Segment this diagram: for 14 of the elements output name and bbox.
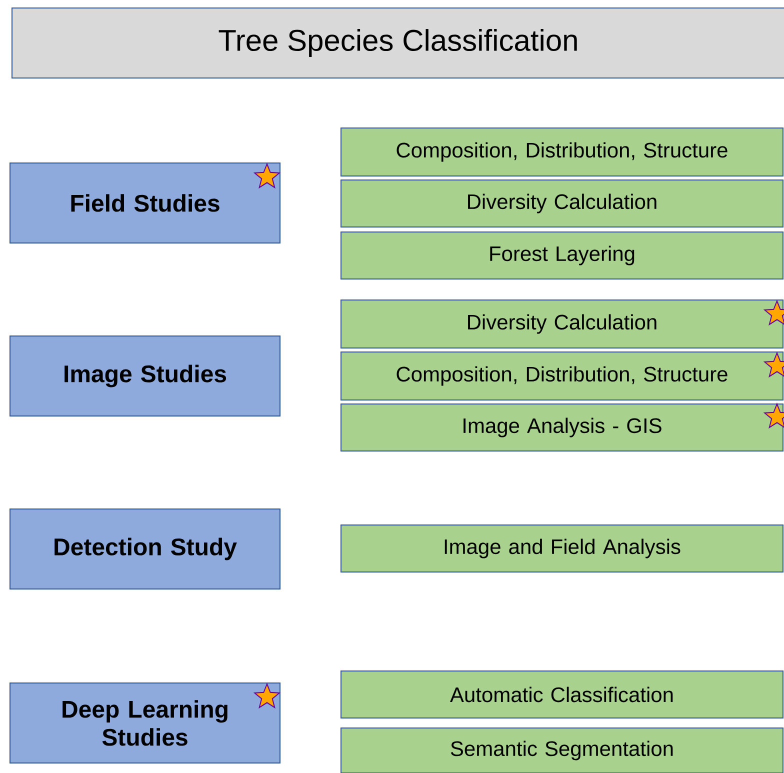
process-box: Detection Study xyxy=(10,508,280,590)
item-box: Composition, Distribution, Structure xyxy=(340,352,784,400)
item-box: Diversity Calculation xyxy=(340,180,784,228)
item-box: Automatic Classification xyxy=(340,670,784,718)
item-box: Image Analysis - GIS xyxy=(340,404,784,452)
process-box: Field Studies xyxy=(10,162,280,244)
item-box: Diversity Calculation xyxy=(340,300,784,348)
process-box: Image Studies xyxy=(10,336,280,416)
process-box: Deep Learning Studies xyxy=(10,682,280,764)
item-box: Semantic Segmentation xyxy=(340,728,784,773)
item-box: Composition, Distribution, Structure xyxy=(340,128,784,176)
item-box: Forest Layering xyxy=(340,232,784,280)
title-box: Tree Species Classification xyxy=(12,8,784,78)
item-box: Image and Field Analysis xyxy=(340,524,784,572)
